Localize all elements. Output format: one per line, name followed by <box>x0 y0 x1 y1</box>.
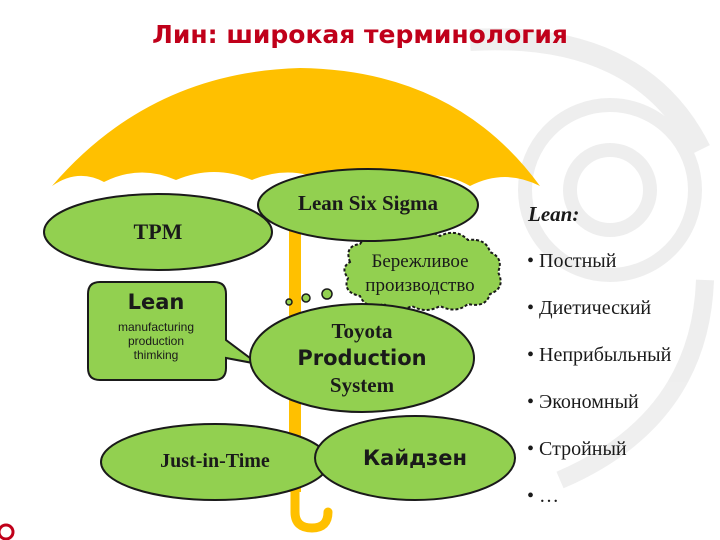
list-item: … <box>527 484 671 531</box>
callout-body: manufacturing production thimking <box>96 320 216 362</box>
tps-line-2: Production <box>297 346 427 370</box>
umbrella-canopy <box>52 68 540 186</box>
tps-label: Toyota Production System <box>282 318 442 399</box>
lean-six-sigma-ellipse <box>257 168 479 242</box>
tpm-ellipse <box>43 193 273 271</box>
list-item: Стройный <box>527 437 671 484</box>
cloud-line: Бережливое <box>371 251 469 272</box>
translations-heading: Lean: <box>528 202 580 226</box>
tpm-label: TPM <box>133 219 183 244</box>
callout-line: thimking <box>133 348 179 362</box>
corner-logo-icon <box>0 523 15 540</box>
lean-six-sigma-label: Lean Six Sigma <box>297 191 439 215</box>
list-item: Диетический <box>527 296 671 343</box>
callout-line: manufacturing <box>117 320 195 334</box>
thought-dots <box>285 288 333 306</box>
list-item: Постный <box>527 249 671 296</box>
callout-title: Lean <box>127 290 185 314</box>
tps-line-3: System <box>329 373 395 397</box>
callout-line: production <box>127 334 185 348</box>
kaizen-label: Кайдзен <box>363 446 467 470</box>
lean-callout-box <box>87 281 259 381</box>
page-title: Лин: широкая терминология <box>152 20 568 49</box>
tps-ellipse <box>249 303 475 413</box>
umbrella-handle <box>290 485 333 533</box>
cloud-line: производство <box>365 275 475 296</box>
kaizen-ellipse <box>314 415 516 501</box>
cloud-label: Бережливое производство <box>340 250 500 298</box>
tps-line-1: Toyota <box>331 319 393 343</box>
translations-list: Постный Диетический Неприбыльный Экономн… <box>527 249 671 531</box>
jit-label: Just-in-Time <box>160 450 270 472</box>
list-item: Неприбыльный <box>527 343 671 390</box>
list-item: Экономный <box>527 390 671 437</box>
